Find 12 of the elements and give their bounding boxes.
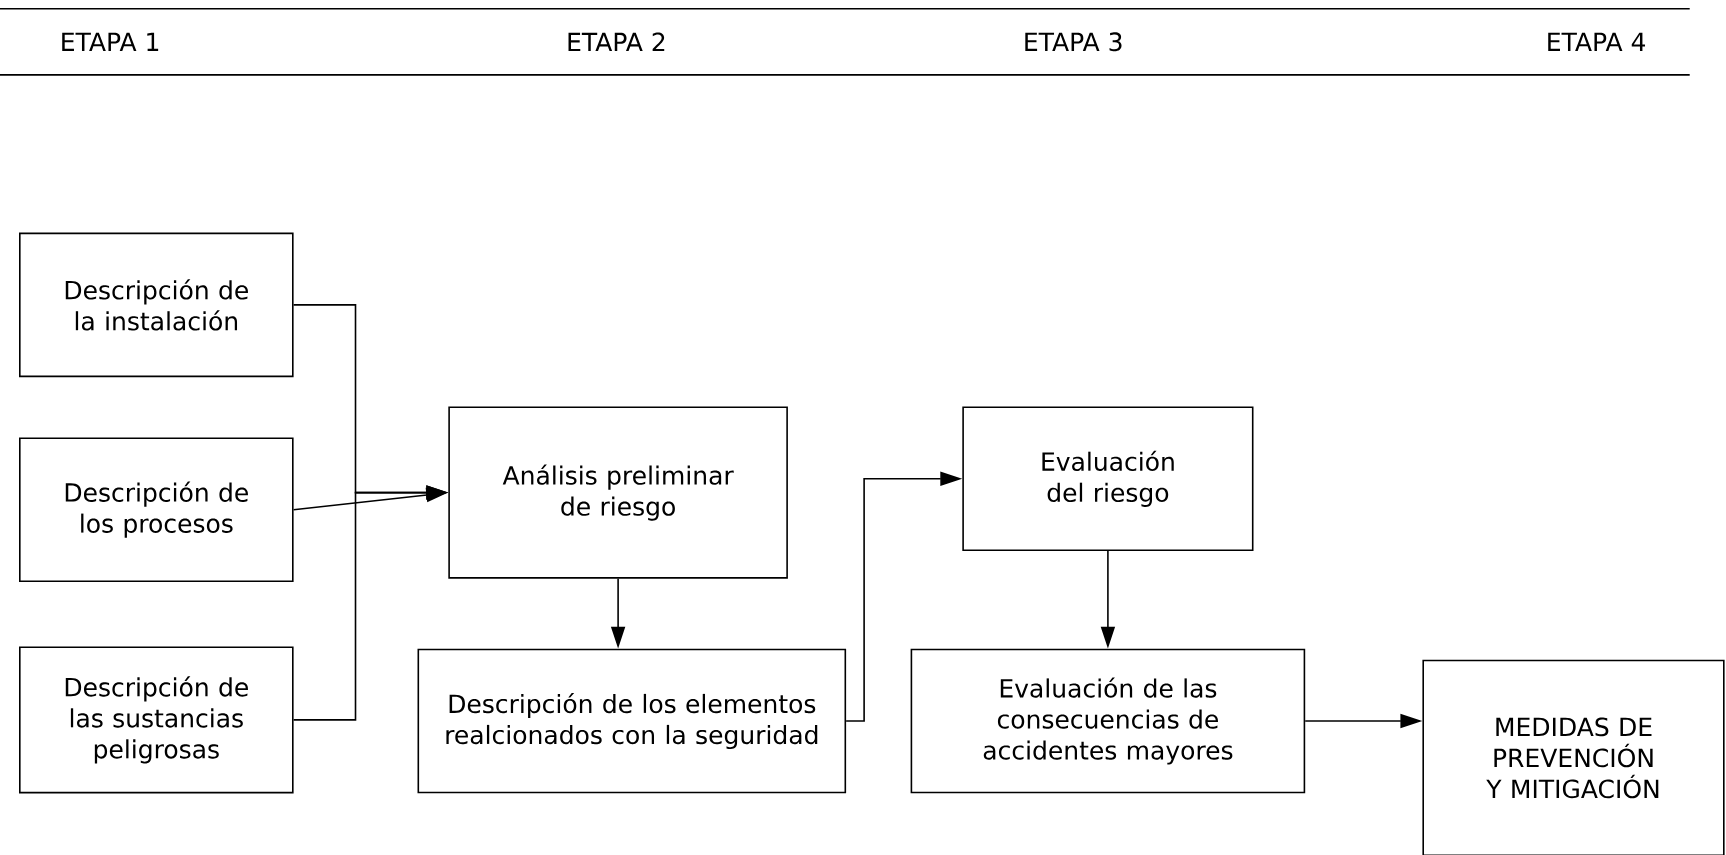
process-box: Descripción de las sustancias peligrosas	[19, 646, 294, 794]
process-box: Evaluación del riesgo	[962, 406, 1254, 552]
process-box: Descripción de los elementos realcionados con la seguridad	[417, 648, 847, 794]
process-box: MEDIDAS DE PREVENCIÓN Y MITIGACIÓN	[1422, 659, 1725, 855]
process-box: Descripción de la instalación	[19, 232, 294, 378]
stage-label: ETAPA 3	[1025, 32, 1122, 52]
stage-label: ETAPA 2	[568, 32, 665, 52]
process-box: Descripción de los procesos	[19, 437, 294, 582]
process-box: Evaluación de las consecuencias de accidentes mayores	[910, 648, 1306, 794]
process-box: Análisis preliminar de riesgo	[448, 406, 788, 579]
stage-label: ETAPA 4	[1548, 32, 1645, 51]
stage-label: ETAPA 1	[62, 32, 159, 51]
